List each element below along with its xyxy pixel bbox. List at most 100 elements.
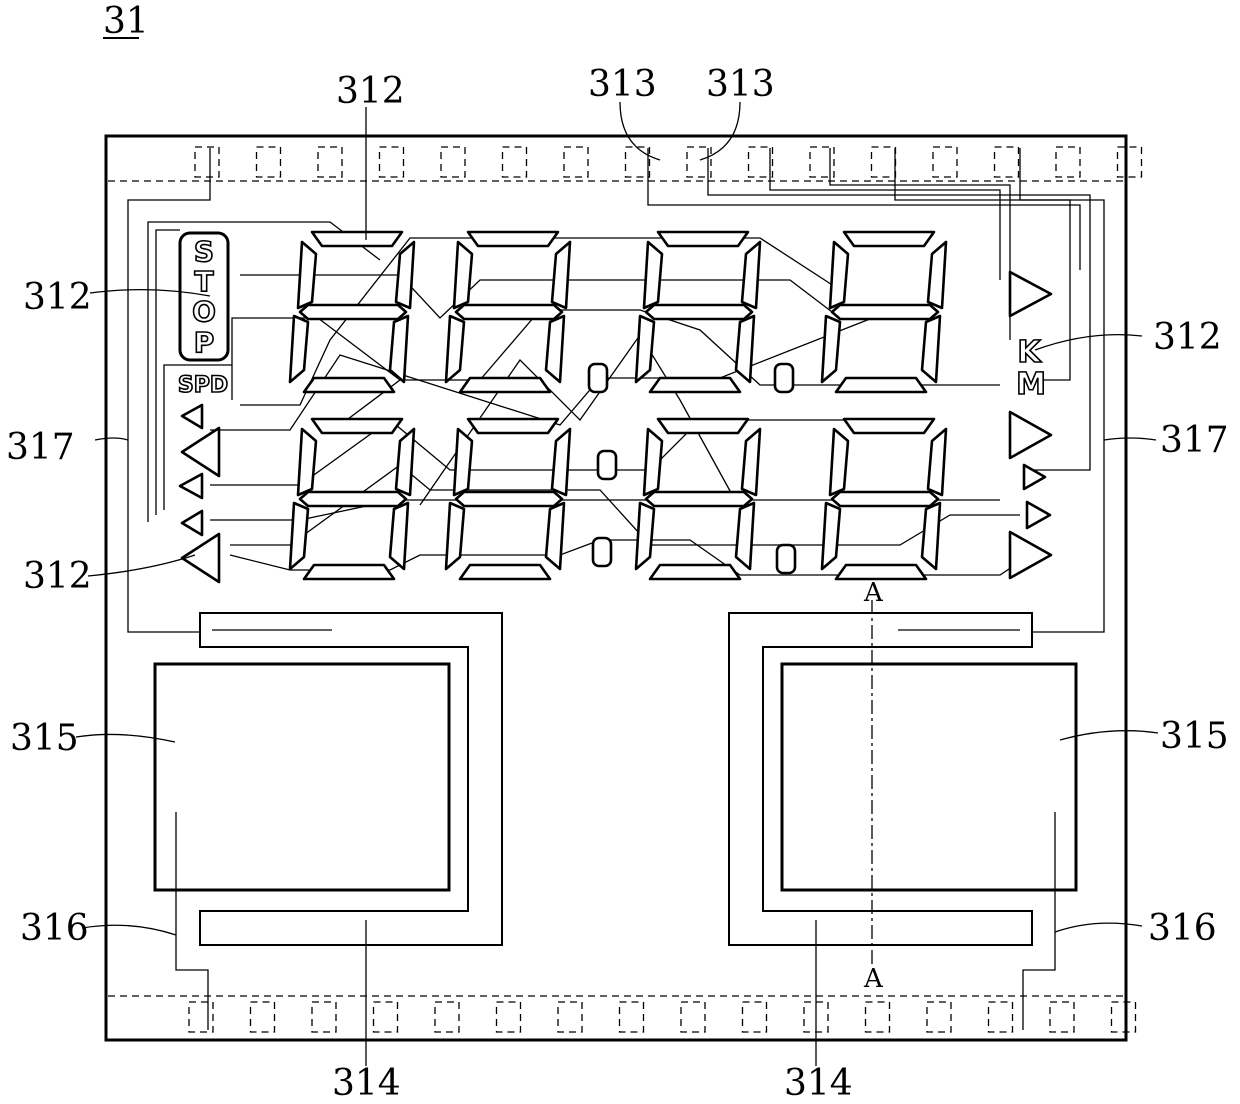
digit-segment	[650, 378, 740, 392]
section-marker-top: A	[863, 578, 884, 608]
digit-segment	[644, 242, 662, 308]
digit-segment	[844, 232, 934, 246]
spd-indicator: SPD	[178, 373, 228, 398]
digit-segment	[928, 429, 946, 495]
top-pin	[1118, 147, 1142, 177]
digit-segment	[454, 429, 472, 495]
pad-315-left	[155, 664, 449, 890]
digit-segment	[468, 419, 558, 433]
label-317-right: 317	[1160, 420, 1229, 461]
bottom-pin	[989, 1002, 1013, 1032]
decimal-point	[593, 538, 611, 566]
seven-segment-display	[290, 232, 946, 579]
decimal-point	[598, 451, 616, 479]
top-pin	[503, 147, 527, 177]
digit-segment	[830, 242, 848, 308]
wire-316-right	[1023, 812, 1055, 1030]
label-315-right: 315	[1160, 716, 1229, 757]
label-312-left-upper: 312	[23, 277, 92, 318]
digit-segment	[312, 419, 402, 433]
left-arrow-indicators	[180, 405, 219, 582]
digit-segment	[290, 316, 308, 382]
digit-segment	[456, 305, 562, 319]
digit-segment	[658, 419, 748, 433]
digit-segment	[646, 492, 752, 506]
digit-cell	[636, 232, 760, 392]
digit-segment	[650, 565, 740, 579]
right-arrow-icon	[1010, 272, 1051, 316]
digit-segment	[300, 492, 406, 506]
digit-segment	[298, 429, 316, 495]
digit-segment	[298, 242, 316, 308]
digit-segment	[836, 565, 926, 579]
digit-segment	[312, 232, 402, 246]
right-arrow-icon	[1027, 502, 1050, 528]
bottom-pin	[189, 1002, 213, 1032]
figure-label: 31	[103, 1, 149, 42]
digit-segment	[922, 316, 940, 382]
digit-cell	[446, 232, 570, 392]
section-marker-bottom: A	[863, 964, 884, 994]
digit-segment	[446, 503, 464, 569]
decimal-point	[777, 545, 795, 573]
right-arrow-icon	[1010, 532, 1051, 578]
digit-segment	[396, 429, 414, 495]
bottom-pin	[743, 1002, 767, 1032]
bottom-pin	[866, 1002, 890, 1032]
stop-letter-t: T	[194, 265, 213, 298]
km-indicator-k: K	[1017, 335, 1042, 370]
digit-segment	[546, 316, 564, 382]
top-pin	[564, 147, 588, 177]
digit-segment	[836, 378, 926, 392]
top-pin	[626, 147, 650, 177]
panel-border	[106, 136, 1126, 1040]
bottom-pin	[251, 1002, 275, 1032]
label-312-right: 312	[1153, 317, 1222, 358]
digit-segment	[636, 316, 654, 382]
bottom-pin-row	[189, 1002, 1136, 1032]
digit-segment	[552, 242, 570, 308]
stop-letter-s: S	[194, 235, 214, 268]
bottom-pin	[374, 1002, 398, 1032]
right-arrow-icon	[1010, 412, 1051, 458]
label-314-left: 314	[332, 1063, 401, 1104]
digit-cell	[822, 232, 946, 392]
digit-segment	[736, 316, 754, 382]
digit-segment	[922, 503, 940, 569]
bottom-pin	[681, 1002, 705, 1032]
digit-cell	[290, 419, 414, 579]
label-316-right: 316	[1148, 908, 1217, 949]
digit-segment	[454, 242, 472, 308]
top-pin	[933, 147, 957, 177]
left-arrow-icon	[182, 428, 219, 476]
top-pin	[749, 147, 773, 177]
top-pin	[1056, 147, 1080, 177]
top-pin	[872, 147, 896, 177]
bottom-pin	[620, 1002, 644, 1032]
bottom-pin	[312, 1002, 336, 1032]
label-315-left: 315	[10, 718, 79, 759]
digit-segment	[928, 242, 946, 308]
digit-segment	[822, 316, 840, 382]
digit-segment	[460, 378, 550, 392]
decimal-point	[589, 364, 607, 392]
digit-segment	[830, 429, 848, 495]
bottom-pin	[927, 1002, 951, 1032]
top-pin	[380, 147, 404, 177]
leader-lines	[76, 102, 1158, 1066]
digit-segment	[644, 429, 662, 495]
digit-segment	[304, 378, 394, 392]
label-312-top: 312	[336, 71, 405, 112]
internal-wiring	[148, 148, 1090, 575]
label-316-left: 316	[20, 908, 89, 949]
bottom-pin	[1112, 1002, 1136, 1032]
label-313-right: 313	[706, 64, 775, 105]
bottom-pin	[435, 1002, 459, 1032]
digit-segment	[546, 503, 564, 569]
digit-segment	[832, 492, 938, 506]
digit-segment	[822, 503, 840, 569]
top-pin	[195, 147, 219, 177]
digit-segment	[290, 503, 308, 569]
digit-segment	[552, 429, 570, 495]
